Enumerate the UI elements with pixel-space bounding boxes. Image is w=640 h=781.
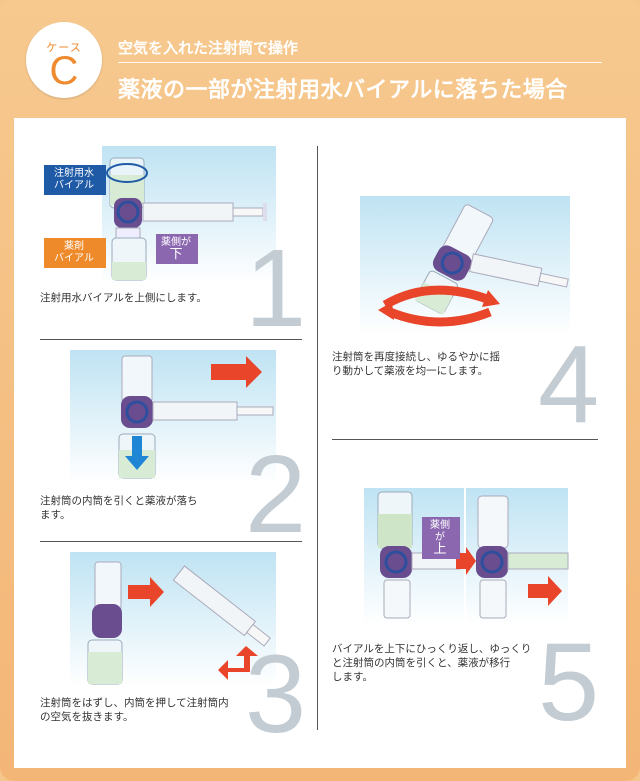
down-arrow-icon <box>125 436 149 470</box>
step-5-line3: します。 <box>332 671 373 683</box>
drug-vial-tag-line2: バイアル <box>54 253 94 264</box>
right-arrow-icon <box>211 356 262 388</box>
detached-syringe <box>172 565 271 647</box>
case-badge-letter: C <box>49 49 79 93</box>
right-arrow-icon <box>456 547 476 575</box>
step-5-line1: バイアルを上下にひっくり返し、ゆっくり <box>332 643 532 655</box>
case-badge-label: ケース <box>46 41 82 54</box>
step-2-number: 2 <box>245 433 307 556</box>
step-4-line1: 注射筒を再度接続し、ゆるやかに揺 <box>332 351 500 363</box>
column-divider <box>317 146 318 730</box>
step-5-text: バイアルを上下にひっくり返し、ゆっくり と注射筒の内筒を引くと、薬液が移行 しま… <box>332 642 531 684</box>
drug-side-down-line1: 薬側が <box>161 237 191 248</box>
drug-side-up-tag: 薬側が 上 <box>422 517 460 559</box>
right-arrow-icon <box>528 576 562 606</box>
step-1-text: 注射用水バイアルを上側にします。 <box>40 291 207 305</box>
step-3-text: 注射筒をはずし、内筒を押して注射筒内 の空気を抜きます。 <box>40 696 229 724</box>
step-4-line2: り動かして薬液を均一にします。 <box>332 365 489 377</box>
step-1-line1: 注射用水バイアルを上側にします。 <box>40 292 207 304</box>
step-2-text: 注射筒の内筒を引くと薬液が落ち ます。 <box>40 494 198 522</box>
step-5-number: 5 <box>538 621 600 744</box>
water-vial-tag-line1: 注射用水 <box>54 168 94 179</box>
rotate-arrow-icon <box>482 290 500 307</box>
step-2-line2: ます。 <box>40 509 71 521</box>
right-arrow-icon <box>128 577 164 607</box>
return-arrow-icon <box>218 646 258 680</box>
drug-side-down-line2: 下 <box>169 247 183 262</box>
drug-side-down-tag: 薬側が 下 <box>156 234 198 264</box>
page-title: 薬液の一部が注射用水バイアルに落ちた場合 <box>118 78 568 103</box>
connector <box>92 604 122 638</box>
header-divider <box>118 62 602 63</box>
step-divider-4-5 <box>332 439 598 440</box>
step-3-number: 3 <box>245 633 307 756</box>
header-subtitle: 空気を入れた注射筒で操作 <box>118 39 299 57</box>
case-badge: ケース C <box>26 22 102 98</box>
drug-side-up-line2: 上 <box>433 542 447 557</box>
step-4-text: 注射筒を再度接続し、ゆるやかに揺 り動かして薬液を均一にします。 <box>332 350 500 378</box>
step-5-line2: と注射筒の内筒を引くと、薬液が移行 <box>332 657 511 669</box>
drug-vial-tag: 薬剤 バイアル <box>44 238 106 268</box>
step-4-number: 4 <box>538 323 600 446</box>
step-3-line1: 注射筒をはずし、内筒を押して注射筒内 <box>40 697 229 709</box>
step-2-line1: 注射筒の内筒を引くと薬液が落ち <box>40 495 198 507</box>
step-divider-1-2 <box>40 339 302 340</box>
water-vial-tag-line2: バイアル <box>54 180 94 191</box>
highlight-ring <box>106 163 148 183</box>
step-1-number: 1 <box>245 227 307 350</box>
step-3-line2: の空気を抜きます。 <box>40 711 134 723</box>
drug-vial-tag-line1: 薬剤 <box>64 241 84 252</box>
step-divider-2-3 <box>40 541 302 542</box>
header: ケース C 空気を入れた注射筒で操作 薬液の一部が注射用水バイアルに落ちた場合 <box>0 0 640 118</box>
water-vial-tag: 注射用水 バイアル <box>44 165 106 195</box>
drug-side-up-line1: 薬側が <box>430 520 450 543</box>
